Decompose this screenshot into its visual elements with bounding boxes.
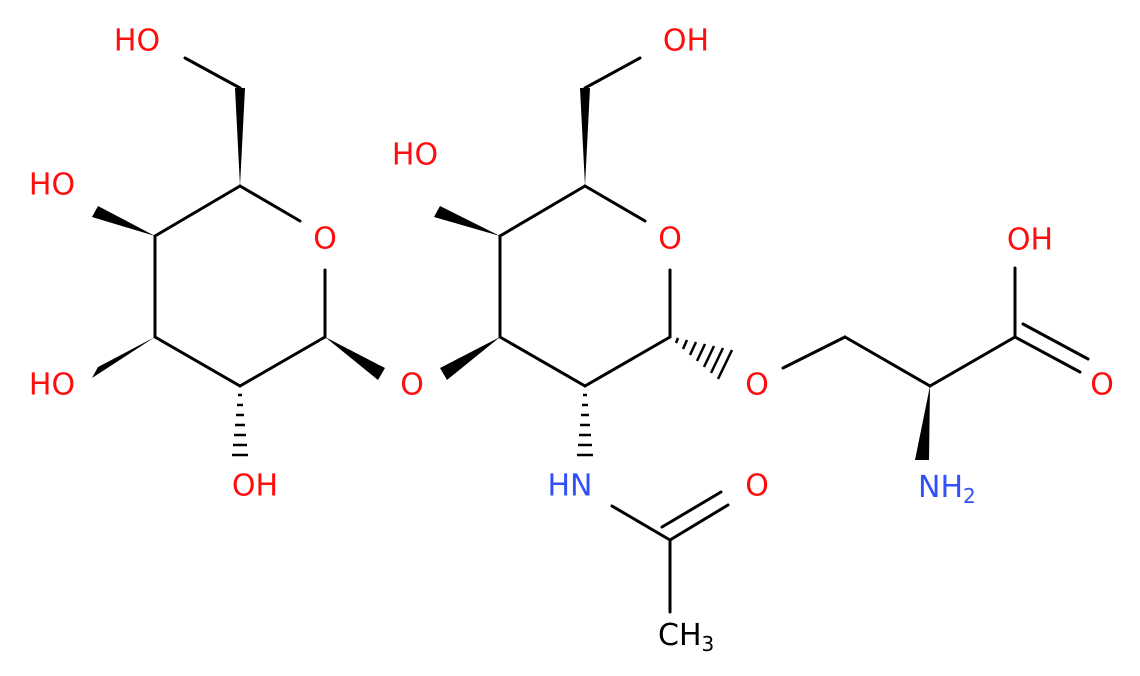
- bond: [498, 335, 587, 388]
- wedge-bond: [915, 386, 930, 460]
- ch3-subscript: 3: [702, 632, 715, 656]
- bond: [610, 504, 672, 542]
- label-o-ring-left: O: [313, 222, 337, 257]
- bond: [928, 335, 1017, 388]
- hash-line: [681, 339, 689, 350]
- bond: [498, 184, 587, 238]
- label-o-ring-mid: O: [658, 222, 682, 257]
- label-oh-acid: OH: [1007, 223, 1053, 258]
- bond: [781, 335, 847, 370]
- label-nh: HN: [548, 469, 593, 504]
- hash-line: [674, 337, 680, 344]
- label-oh-mid-ch2: OH: [663, 24, 709, 59]
- hash-line: [688, 341, 698, 356]
- label-ch3: CH3: [658, 618, 714, 656]
- label-oh-left-c3: HO: [29, 368, 75, 403]
- label-oh-left-c2: OH: [232, 469, 278, 504]
- bond: [238, 335, 327, 388]
- bonds: [153, 56, 1090, 614]
- bond: [660, 490, 723, 529]
- label-o-acid: O: [1090, 368, 1114, 403]
- bond: [583, 335, 672, 388]
- atom-labels: HO HO HO OH O O OH HO O O HN O CH3 OH O …: [29, 24, 1114, 656]
- hash-line: [695, 343, 707, 362]
- hash-line: [709, 347, 725, 374]
- bond: [153, 184, 242, 238]
- bond: [843, 335, 932, 388]
- wedge-bond: [434, 206, 500, 236]
- wedge-bonds: [92, 88, 930, 460]
- label-o-carbonyl-acetyl: O: [745, 469, 769, 504]
- label-oh-left-c4: HO: [29, 168, 75, 203]
- bond: [1013, 335, 1082, 374]
- label-oh-mid-c4: HO: [392, 138, 438, 173]
- hash-line: [702, 345, 716, 368]
- label-o-glyco: O: [400, 368, 424, 403]
- wedge-bond: [92, 206, 155, 236]
- bond: [153, 335, 242, 388]
- hashed-bonds: [232, 337, 734, 457]
- bond: [668, 503, 730, 542]
- hash-line: [716, 349, 734, 380]
- label-o-serine: O: [745, 368, 769, 403]
- nh2-subscript: 2: [963, 484, 976, 508]
- wedge-bond: [235, 88, 245, 186]
- label-nh2: NH2: [918, 470, 976, 508]
- nh2-main: NH: [918, 470, 963, 505]
- wedge-bond: [325, 337, 385, 380]
- wedge-bond: [580, 88, 590, 186]
- wedge-bond: [92, 337, 155, 378]
- bond: [583, 56, 642, 90]
- label-oh-left-ch2: HO: [114, 24, 160, 59]
- wedge-bond: [440, 337, 500, 380]
- bond: [183, 56, 242, 90]
- bond: [238, 184, 302, 223]
- ch3-main: CH: [658, 618, 702, 653]
- bond: [583, 184, 647, 223]
- bond: [1021, 322, 1090, 361]
